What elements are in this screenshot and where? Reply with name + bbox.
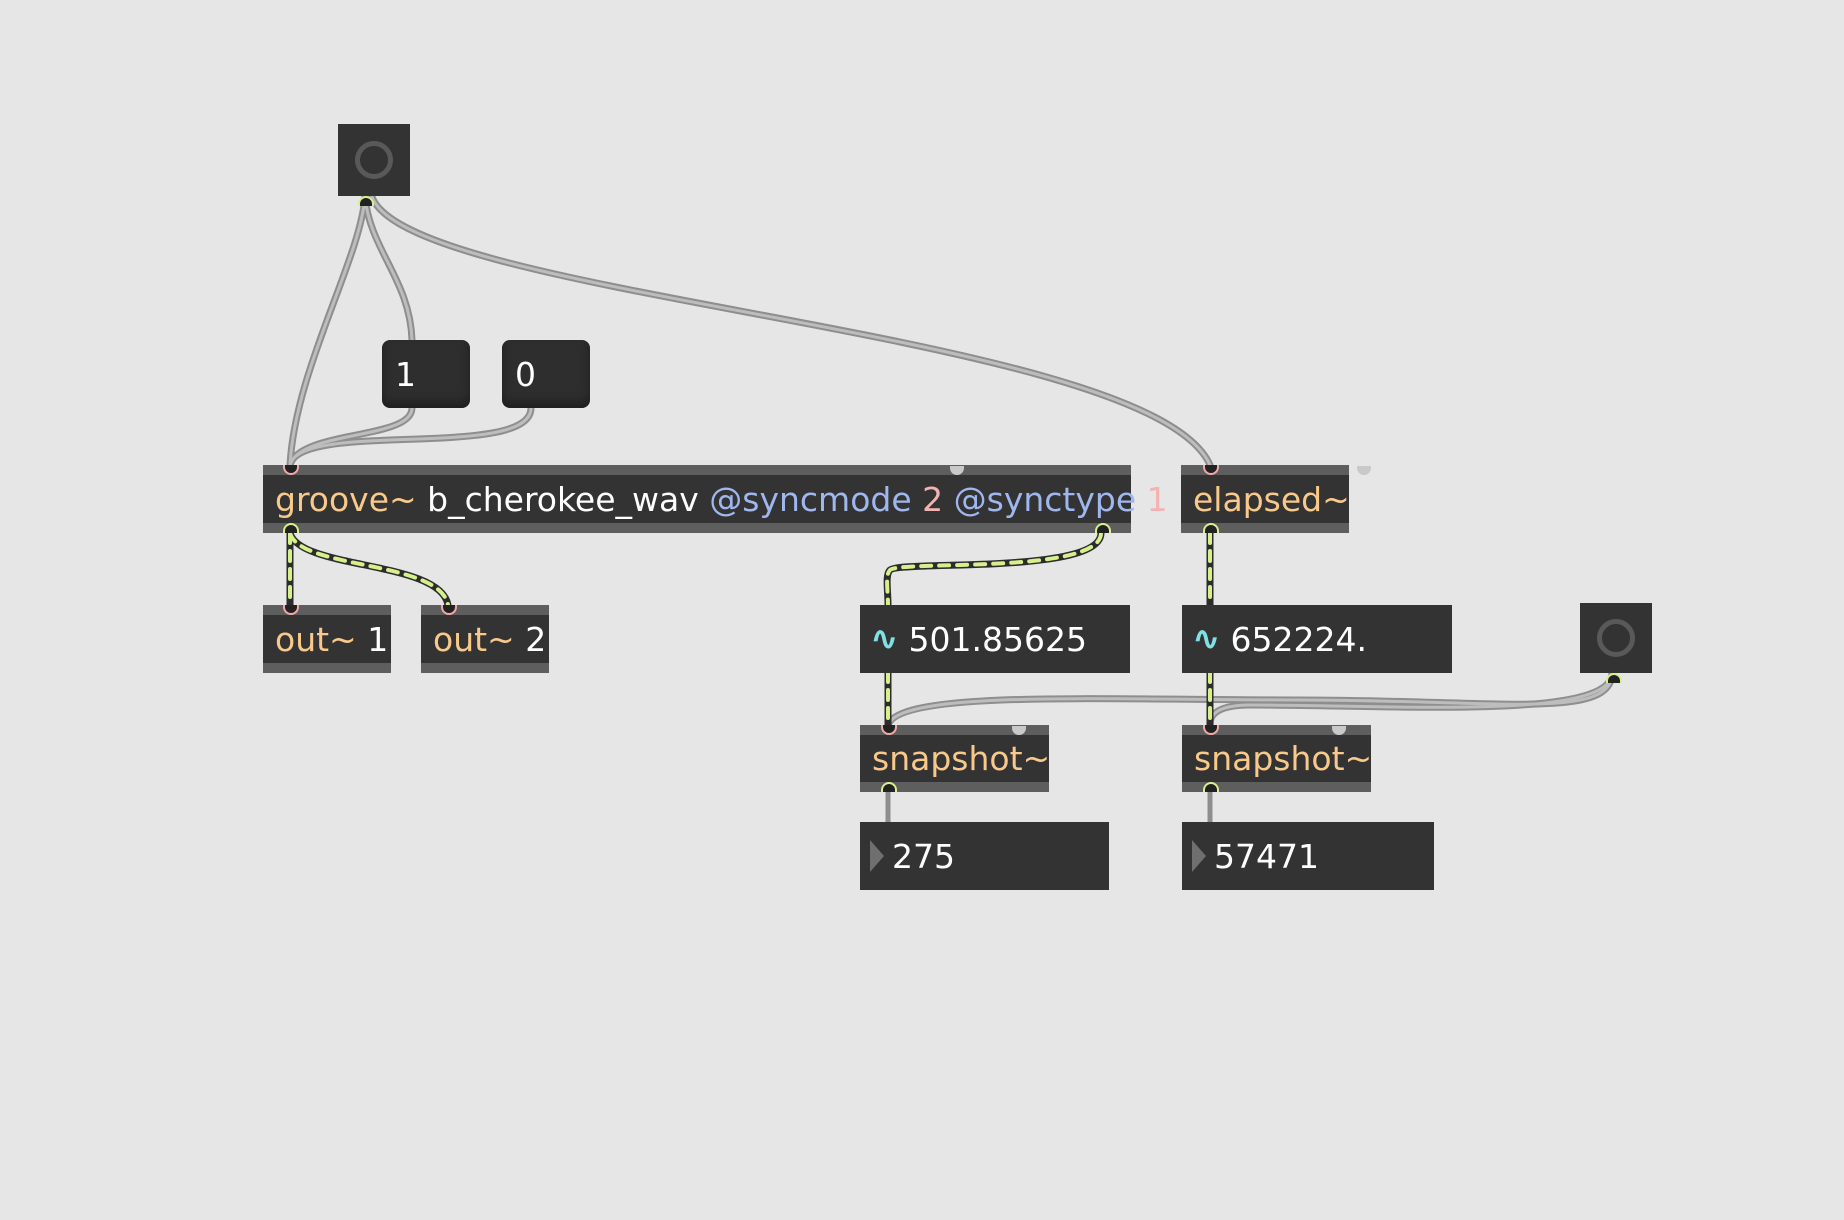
inlet[interactable]: [881, 725, 897, 735]
signal-number-left[interactable]: ∿ 501.85625: [860, 605, 1130, 673]
signal-number-right[interactable]: ∿ 652224.: [1182, 605, 1452, 673]
inlet[interactable]: [1203, 465, 1219, 475]
number-value: 57471: [1214, 836, 1319, 876]
number-value: 275: [892, 836, 955, 876]
outlet[interactable]: [1203, 523, 1219, 533]
object-name: out~: [275, 619, 357, 659]
message-box-0[interactable]: 0: [502, 340, 590, 408]
signal-cords-stripes: [288, 531, 1212, 727]
inlet[interactable]: [1012, 726, 1026, 735]
number-triangle-icon: [1192, 840, 1206, 872]
outlet[interactable]: [283, 523, 299, 533]
object-argument: 2: [525, 619, 547, 659]
inlet[interactable]: [441, 605, 457, 615]
out-1-object[interactable]: out~ 1: [263, 605, 391, 673]
object-name: snapshot~: [872, 739, 1051, 778]
object-argument: b_cherokee_wav: [427, 479, 699, 519]
message-text: 0: [515, 354, 536, 394]
inlet[interactable]: [1357, 466, 1371, 475]
signal-wave-icon: ∿: [1192, 619, 1221, 659]
bang-button-top[interactable]: [338, 124, 410, 206]
object-name: out~: [433, 619, 515, 659]
number-box-right[interactable]: 57471: [1182, 822, 1434, 890]
elapsed-object[interactable]: elapsed~: [1181, 465, 1350, 533]
inlet[interactable]: [283, 465, 299, 475]
object-argument: 1: [367, 619, 389, 659]
bang-circle-icon: [1597, 619, 1635, 657]
outlet[interactable]: [881, 782, 897, 792]
inlet[interactable]: [1203, 725, 1219, 735]
inlet[interactable]: [950, 466, 964, 475]
inlet[interactable]: [283, 605, 299, 615]
signal-wave-icon: ∿: [870, 619, 899, 659]
outlet[interactable]: [1203, 782, 1219, 792]
signal-value: 652224.: [1230, 619, 1367, 659]
attribute-value: 2: [922, 479, 944, 519]
attribute-value: 1: [1146, 479, 1168, 519]
number-box-left[interactable]: 275: [860, 822, 1109, 890]
inlet[interactable]: [1332, 726, 1346, 735]
snapshot-object-right[interactable]: snapshot~: [1182, 725, 1373, 792]
snapshot-object-left[interactable]: snapshot~: [860, 725, 1051, 792]
message-text: 1: [395, 354, 416, 394]
bang-circle-icon: [355, 141, 393, 179]
outlet[interactable]: [358, 196, 374, 206]
outlet[interactable]: [1095, 523, 1111, 533]
control-cords-inner: [288, 195, 1614, 825]
signal-value: 501.85625: [908, 619, 1087, 659]
out-2-object[interactable]: out~ 2: [421, 605, 549, 673]
groove-object[interactable]: groove~ b_cherokee_wav @syncmode 2 @sync…: [263, 465, 1371, 533]
object-name: snapshot~: [1194, 739, 1373, 778]
attribute-name: @synctype: [953, 479, 1137, 519]
outlet[interactable]: [1606, 673, 1622, 683]
object-name: groove~: [275, 479, 417, 519]
object-name: elapsed~: [1193, 479, 1350, 519]
number-triangle-icon: [870, 840, 884, 872]
attribute-name: @syncmode: [709, 479, 912, 519]
bang-button-right[interactable]: [1580, 603, 1652, 683]
message-box-1[interactable]: 1: [382, 340, 470, 408]
